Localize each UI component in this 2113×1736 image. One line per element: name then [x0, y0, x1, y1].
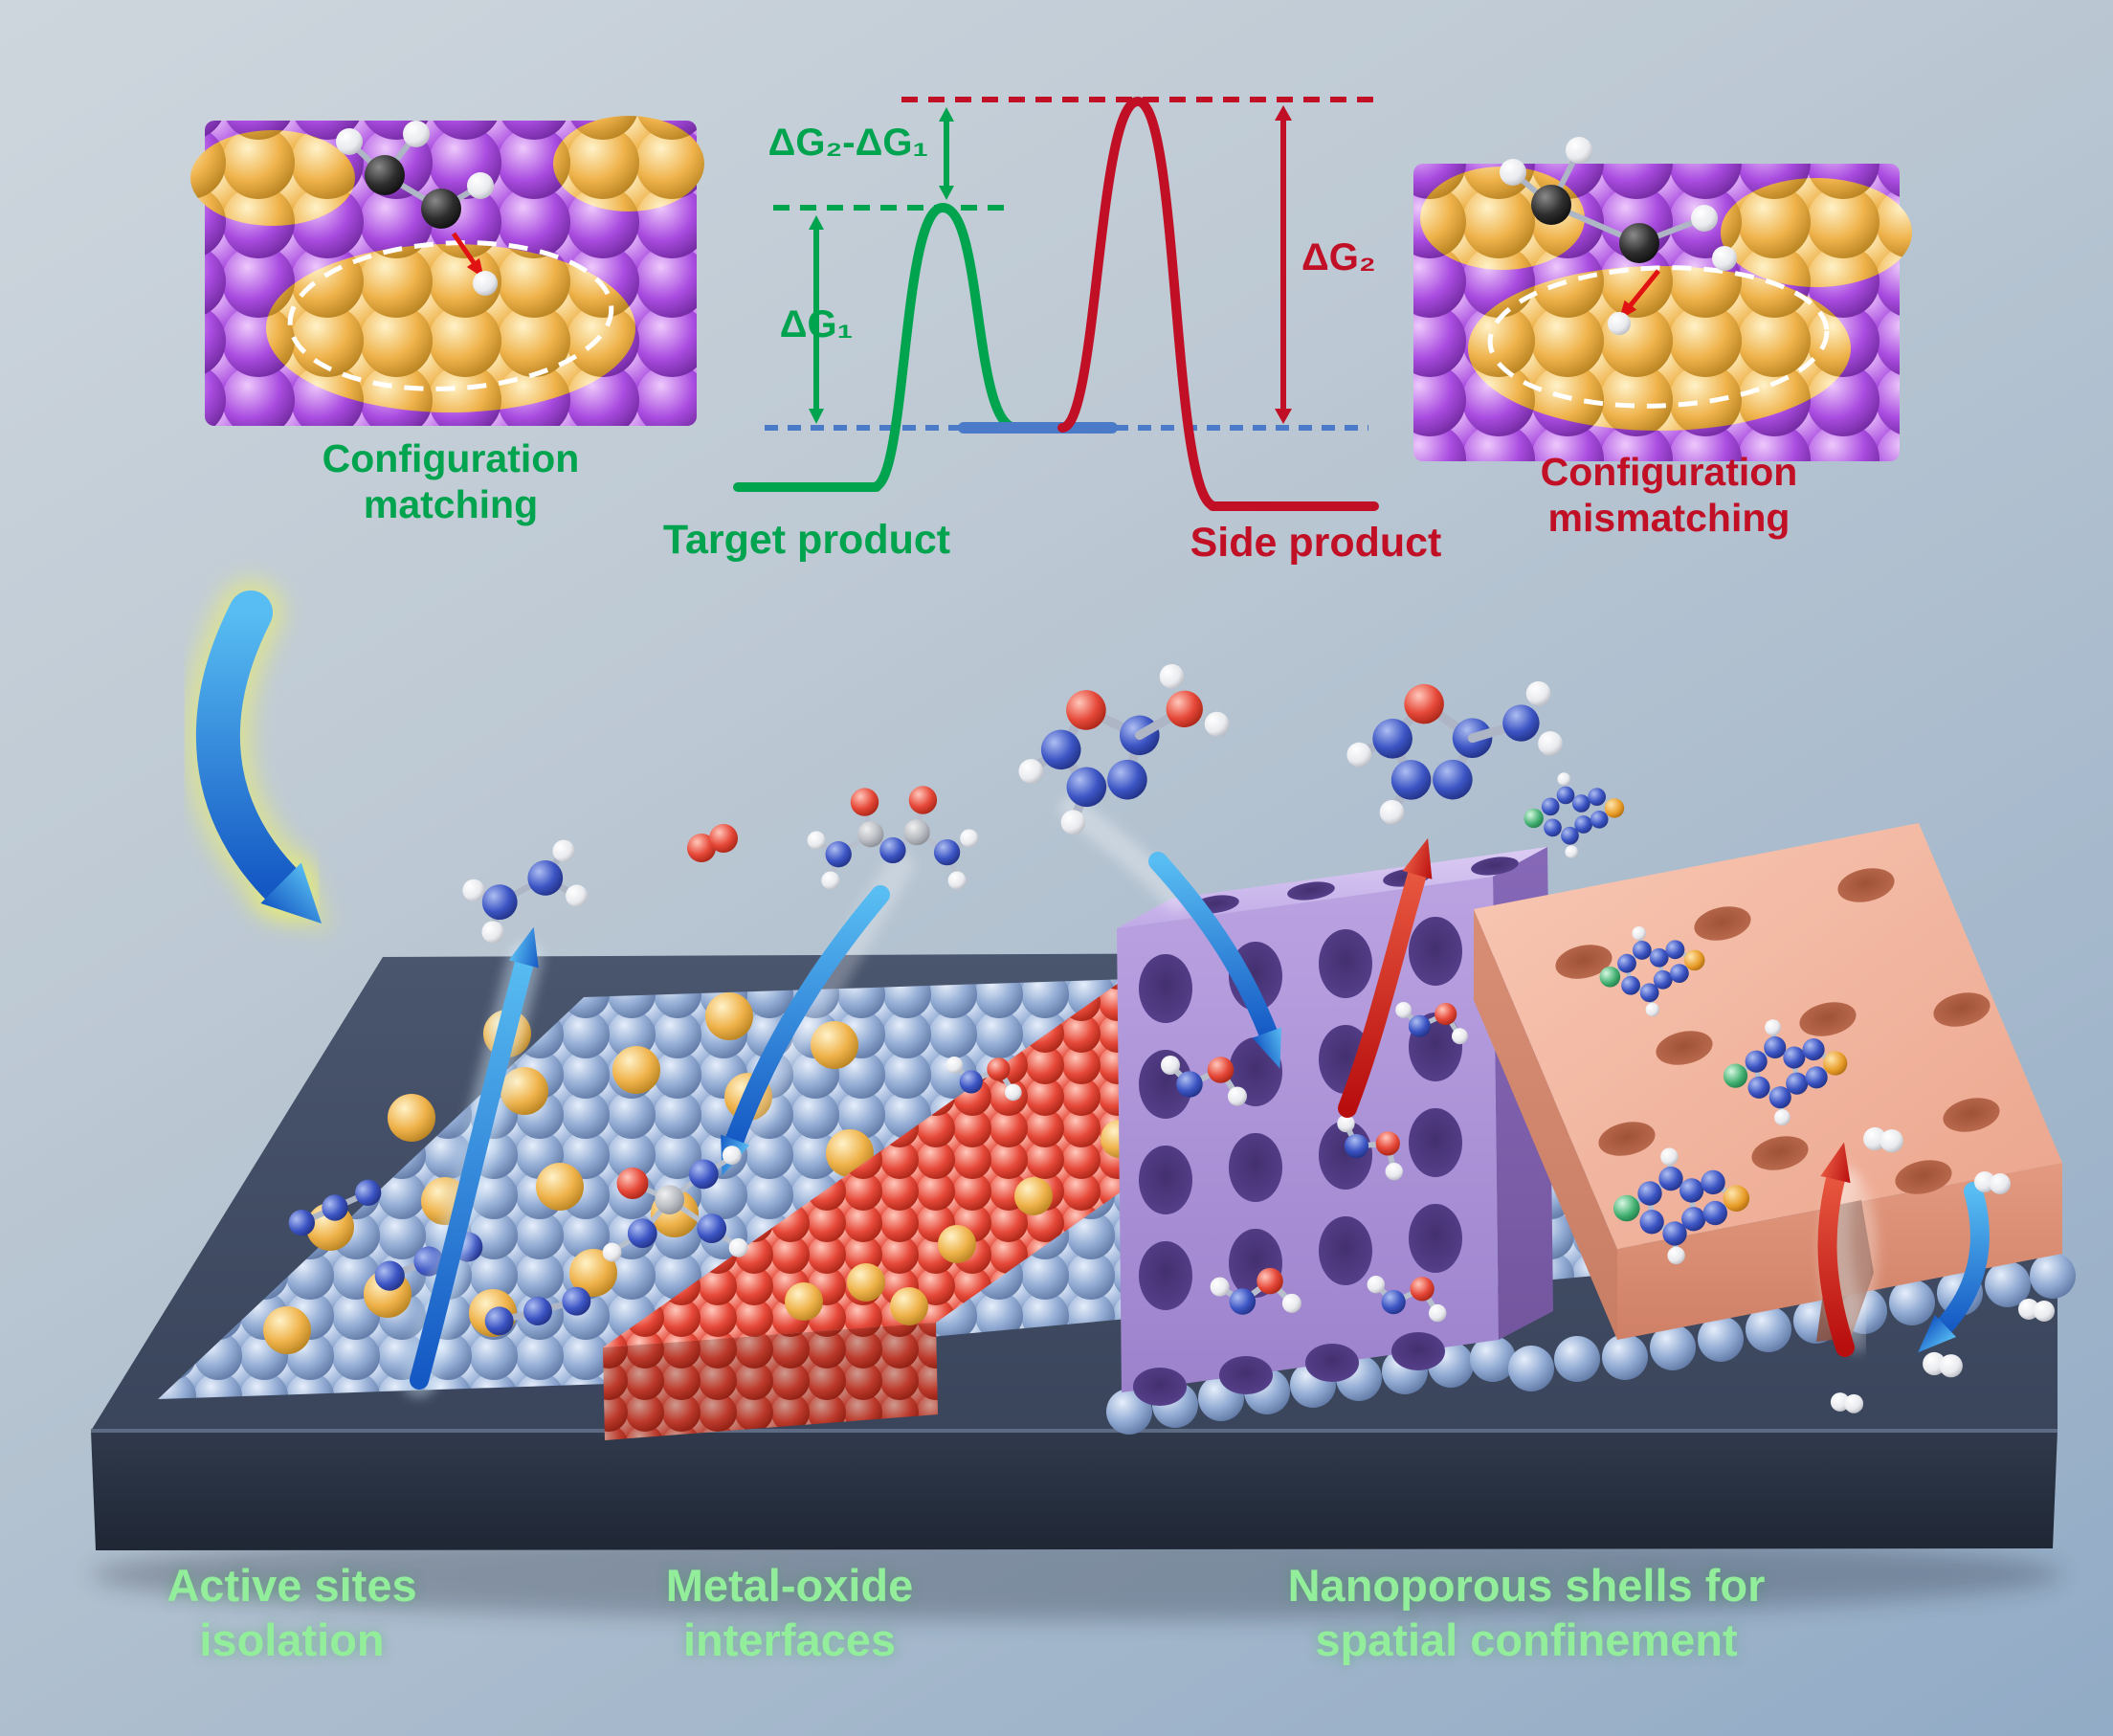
mismatching-caption: Configuration mismatching: [1540, 450, 1798, 540]
gap-energy-label: ΔG₂-ΔG₁: [767, 122, 928, 164]
adsorption-arrow-icon: [723, 885, 890, 1154]
entry-arrow-icon: [1148, 852, 1279, 1047]
target-energy-curve: [869, 202, 1021, 492]
molecule-purine: [1520, 767, 1629, 863]
exit-arrow-icon: [1338, 861, 1428, 1118]
mismatching-surface-panel: [1413, 137, 1912, 461]
mismatch-site-dashed-ellipse: [1487, 265, 1830, 409]
molecule-tetrazole-reactant: [1010, 658, 1239, 839]
molecule-h2: [2018, 1299, 2055, 1322]
energy-diagram: [733, 96, 1379, 511]
active-site-dashed-ellipse: [287, 240, 614, 391]
target-product-label: Target product: [662, 517, 951, 563]
down-curved-arrow-icon: [184, 579, 330, 932]
h-transfer-arrow-icon: [1628, 269, 1660, 308]
matching-surface-panel: [190, 116, 704, 426]
matching-caption: Configuration matching: [322, 436, 580, 526]
molecule-h2: [1863, 1127, 1903, 1152]
molecule-h2: [1974, 1171, 2011, 1194]
active-sites-label: Active sites isolation: [167, 1560, 417, 1666]
adsorbate-molecule-matching: [336, 121, 498, 296]
g1-energy-label: ΔG₁: [779, 303, 854, 345]
g2-energy-label: ΔG₂: [1301, 236, 1376, 278]
desorption-arrow-icon: [410, 949, 535, 1390]
side-product-label: Side product: [1190, 520, 1442, 566]
h2-in-arrow-icon: [1931, 1182, 1990, 1340]
nanopores-top: [1555, 868, 2000, 1194]
h-transfer-arrow-icon: [451, 232, 478, 266]
side-energy-curve: [1057, 96, 1220, 511]
molecule-hydrazine: [457, 837, 592, 946]
molecule-oxygen: [687, 824, 738, 862]
molecule-h2: [1923, 1352, 1963, 1377]
nanoporous-label: Nanoporous shells for spatial confinemen…: [1287, 1560, 1766, 1666]
metal-oxide-label: Metal-oxide interfaces: [665, 1560, 914, 1666]
molecule-h2: [1831, 1392, 1863, 1413]
adsorbate-molecule-mismatching: [1500, 137, 1737, 335]
h2-out-arrow-icon: [1817, 1166, 1855, 1357]
pink-nanoporous-block: [1474, 767, 2076, 1413]
